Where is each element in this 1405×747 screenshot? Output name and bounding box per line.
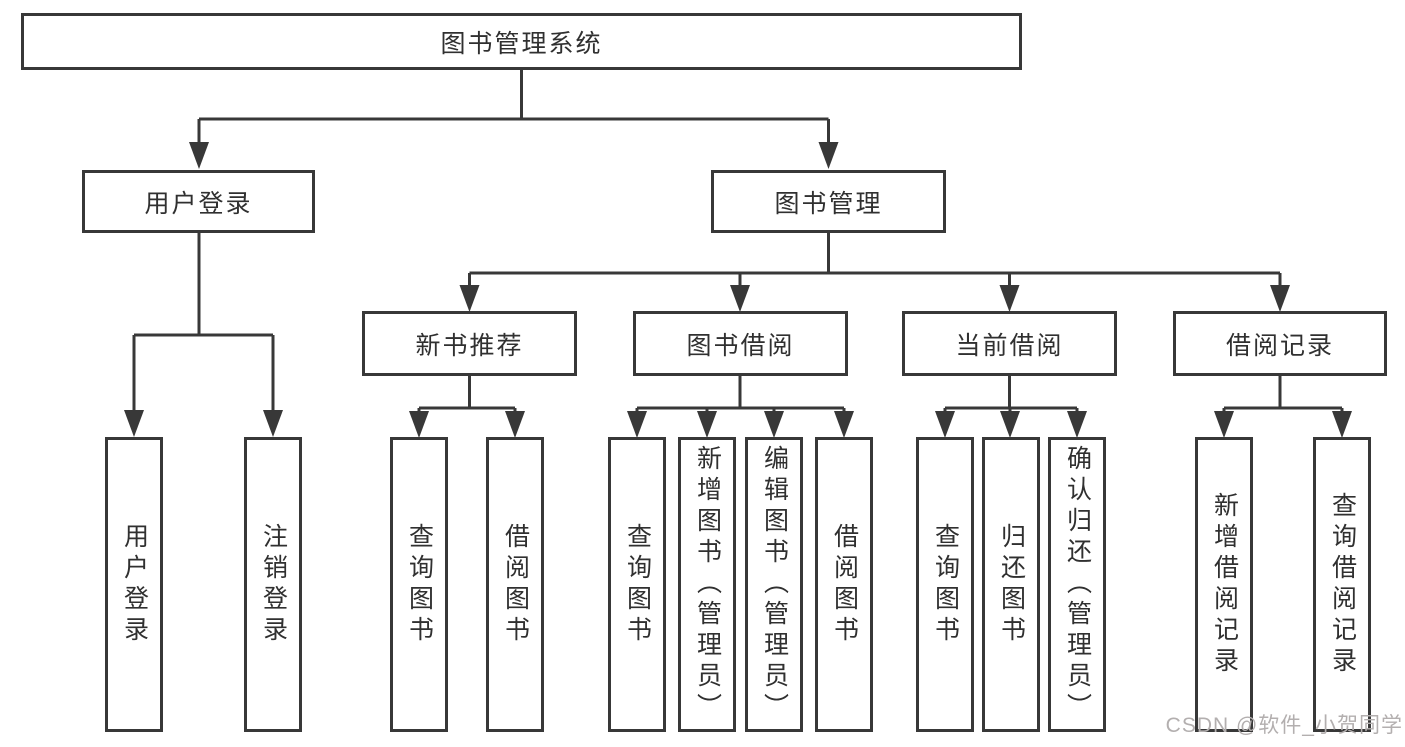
leaf-label: 新增图书（管理员） [693, 445, 722, 724]
leaf-borrow-books-borrowing: 借阅图书 [815, 437, 873, 732]
leaf-query-borrow-record: 查询借阅记录 [1313, 437, 1371, 732]
node-user-login: 用户登录 [82, 170, 315, 233]
arrow-down-icon [697, 411, 717, 438]
leaf-label: 编辑图书（管理员） [760, 445, 789, 724]
node-label: 图书管理 [774, 189, 883, 218]
arrow-down-icon [124, 410, 144, 437]
leaf-confirm-return-admin: 确认归还（管理员） [1048, 437, 1106, 732]
node-book-borrowing: 图书借阅 [633, 311, 848, 376]
node-label: 图书借阅 [686, 331, 795, 360]
node-label: 新书推荐 [415, 331, 524, 360]
node-label: 图书管理系统 [440, 29, 603, 58]
arrow-down-icon [1000, 411, 1020, 438]
node-book-management: 图书管理 [711, 170, 946, 233]
connector-borrow-record-branch [1214, 376, 1352, 438]
leaf-return-books: 归还图书 [982, 437, 1040, 732]
leaf-logout: 注销登录 [244, 437, 302, 732]
arrow-down-icon [730, 285, 750, 312]
arrow-down-icon [818, 142, 839, 169]
arrow-down-icon [764, 411, 784, 438]
node-library-management-system: 图书管理系统 [21, 13, 1022, 70]
connector-book-borrow-branch [627, 376, 854, 438]
leaf-label: 查询借阅记录 [1328, 491, 1357, 678]
arrow-down-icon [189, 142, 209, 169]
arrow-down-icon [263, 410, 283, 437]
connector-root-to-level2 [189, 70, 839, 169]
leaf-query-books-borrowing: 查询图书 [608, 437, 666, 732]
leaf-query-books-current: 查询图书 [916, 437, 974, 732]
connector-book-mgmt-branch [459, 233, 1290, 312]
node-current-borrowing: 当前借阅 [902, 311, 1117, 376]
arrow-down-icon [409, 411, 429, 438]
csdn-watermark: CSDN @软件_小贺同学 [1165, 714, 1403, 737]
leaf-label: 查询图书 [931, 522, 960, 647]
connector-new-book-rec-branch [409, 376, 525, 438]
arrow-down-icon [1270, 285, 1290, 312]
leaf-label: 确认归还（管理员） [1063, 445, 1092, 724]
arrow-down-icon [834, 411, 854, 438]
leaf-add-borrow-record: 新增借阅记录 [1195, 437, 1253, 732]
arrow-down-icon [505, 411, 525, 438]
leaf-borrow-books-recommend: 借阅图书 [486, 437, 544, 732]
leaf-label: 用户登录 [120, 522, 149, 647]
arrow-down-icon [1067, 411, 1087, 438]
leaf-label: 注销登录 [259, 522, 288, 647]
leaf-label: 借阅图书 [830, 522, 859, 647]
node-label: 用户登录 [144, 189, 253, 218]
node-label: 借阅记录 [1225, 331, 1334, 360]
node-new-book-recommend: 新书推荐 [362, 311, 577, 376]
leaf-user-login: 用户登录 [105, 437, 163, 732]
node-borrowing-records: 借阅记录 [1173, 311, 1387, 376]
leaf-edit-books-admin: 编辑图书（管理员） [745, 437, 803, 732]
leaf-add-books-admin: 新增图书（管理员） [678, 437, 736, 732]
arrow-down-icon [935, 411, 955, 438]
arrow-down-icon [627, 411, 647, 438]
leaf-query-books-recommend: 查询图书 [390, 437, 448, 732]
leaf-label: 查询图书 [623, 522, 652, 647]
leaf-label: 查询图书 [405, 522, 434, 647]
leaf-label: 新增借阅记录 [1210, 491, 1239, 678]
leaf-label: 归还图书 [997, 522, 1026, 647]
arrow-down-icon [1214, 411, 1234, 438]
arrow-down-icon [999, 285, 1020, 312]
arrow-down-icon [459, 285, 480, 312]
leaf-label: 借阅图书 [501, 522, 530, 647]
arrow-down-icon [1332, 411, 1352, 438]
node-label: 当前借阅 [955, 331, 1064, 360]
connector-user-login-branch [124, 233, 283, 437]
connector-current-borrow-branch [935, 376, 1087, 438]
